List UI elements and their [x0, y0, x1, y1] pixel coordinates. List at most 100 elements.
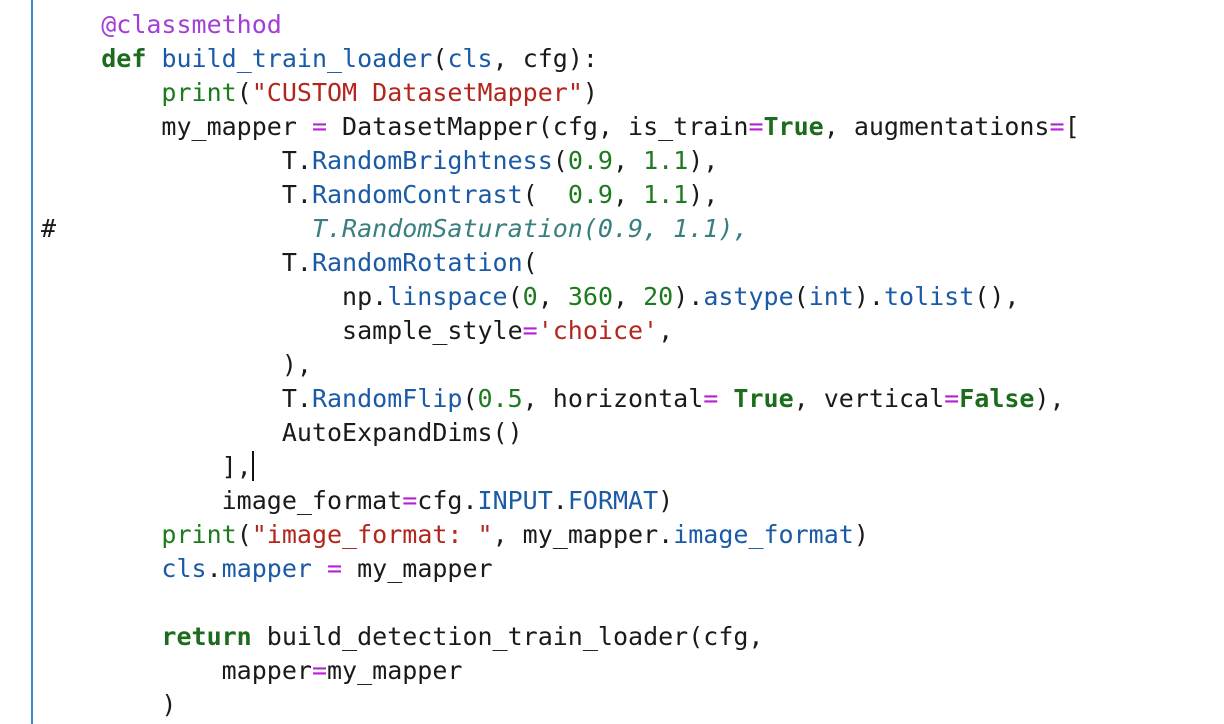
code-token — [312, 554, 327, 583]
code-token: print — [161, 520, 237, 549]
code-token: build_detection_train_loader(cfg, — [251, 622, 764, 651]
code-token: ). — [673, 282, 704, 311]
code-token: 0 — [522, 282, 538, 311]
code-token: RandomContrast — [311, 180, 523, 209]
code-token: ), — [688, 146, 719, 175]
code-token: ( — [793, 282, 809, 311]
code-line[interactable]: T.RandomFlip(0.5, horizontal= True, vert… — [41, 382, 1080, 416]
code-token: ( — [522, 180, 568, 209]
code-token: ( — [462, 384, 478, 413]
code-line[interactable]: ], — [41, 450, 1080, 484]
code-token: T. — [41, 146, 312, 175]
code-line[interactable]: cls.mapper = my_mapper — [41, 552, 1080, 586]
code-line[interactable]: print("CUSTOM DatasetMapper") — [41, 76, 1080, 110]
code-token: T. — [41, 180, 312, 209]
code-token — [41, 622, 161, 651]
text-cursor — [251, 451, 254, 481]
code-token: FORMAT — [567, 486, 659, 515]
code-line[interactable]: mapper=my_mapper — [41, 654, 1080, 688]
code-token: . — [552, 486, 568, 515]
code-token: T.RandomSaturation(0.9, 1.1), — [311, 214, 749, 243]
code-token: True — [763, 112, 824, 141]
code-line[interactable]: def build_train_loader(cls, cfg): — [41, 42, 1080, 76]
code-line[interactable]: return build_detection_train_loader(cfg, — [41, 620, 1080, 654]
code-token: my_mapper — [41, 112, 312, 141]
code-token: 0.5 — [477, 384, 523, 413]
code-token: False — [959, 384, 1035, 413]
code-token: 20 — [643, 282, 674, 311]
code-token: mapper — [41, 656, 312, 685]
code-token: ) — [658, 486, 674, 515]
code-line[interactable]: T.RandomRotation( — [41, 246, 1080, 280]
code-token: = — [311, 656, 327, 685]
code-token: "image_format: " — [251, 520, 493, 549]
code-token: linspace — [387, 282, 508, 311]
code-token: tolist — [883, 282, 975, 311]
code-token: ( — [432, 44, 448, 73]
code-token: , — [613, 282, 644, 311]
code-token: def — [101, 44, 147, 73]
code-token: ( — [507, 282, 523, 311]
code-token: my_mapper — [327, 656, 463, 685]
code-token: np. — [41, 282, 388, 311]
code-token — [41, 554, 161, 583]
code-token: "CUSTOM DatasetMapper" — [251, 78, 583, 107]
code-token: ), — [41, 350, 312, 379]
code-token: = — [327, 554, 343, 583]
code-token: , — [612, 146, 644, 175]
code-token: ). — [853, 282, 884, 311]
code-line[interactable]: np.linspace(0, 360, 20).astype(int).toli… — [41, 280, 1080, 314]
code-token: = — [748, 112, 764, 141]
code-token: , horizontal — [522, 384, 704, 413]
code-line[interactable]: # T.RandomSaturation(0.9, 1.1), — [41, 212, 1080, 246]
code-token: , my_mapper. — [492, 520, 674, 549]
code-line[interactable]: AutoExpandDims() — [41, 416, 1080, 450]
code-line[interactable]: T.RandomContrast( 0.9, 1.1), — [41, 178, 1080, 212]
code-token: ( — [236, 520, 252, 549]
code-token: 'choice' — [537, 316, 659, 345]
code-token: ( — [552, 146, 568, 175]
code-token: , — [537, 282, 568, 311]
code-token: build_train_loader — [161, 44, 433, 73]
code-line[interactable]: print("image_format: ", my_mapper.image_… — [41, 518, 1080, 552]
code-line[interactable]: @classmethod — [41, 8, 1080, 42]
code-token: mapper — [221, 554, 312, 583]
code-line[interactable]: ), — [41, 348, 1080, 382]
code-line[interactable]: ) — [41, 688, 1080, 722]
code-token: sample_style — [41, 316, 523, 345]
code-token: (), — [974, 282, 1020, 311]
code-token: = — [402, 486, 418, 515]
code-token: ), — [688, 180, 719, 209]
code-token: ) — [41, 690, 177, 719]
code-token: cls — [447, 44, 493, 73]
code-token: # — [41, 214, 57, 243]
code-line[interactable]: sample_style='choice', — [41, 314, 1080, 348]
code-token: ( — [522, 248, 538, 277]
code-token: AutoExpandDims() — [41, 418, 523, 447]
code-token: @classmethod — [101, 10, 282, 39]
gutter-border — [31, 0, 33, 724]
code-token — [41, 520, 161, 549]
code-token — [41, 44, 101, 73]
code-token: , — [612, 180, 644, 209]
code-token — [56, 214, 312, 243]
code-token: True — [733, 384, 794, 413]
code-token: [ — [1064, 112, 1080, 141]
code-line[interactable] — [41, 586, 1080, 620]
code-token: = — [944, 384, 960, 413]
code-token: ) — [582, 78, 598, 107]
code-token: RandomFlip — [311, 384, 463, 413]
code-token: print — [161, 78, 237, 107]
code-line[interactable]: my_mapper = DatasetMapper(cfg, is_train=… — [41, 110, 1080, 144]
code-token: 0.9 — [567, 180, 613, 209]
code-area[interactable]: @classmethod def build_train_loader(cls,… — [41, 8, 1080, 722]
code-token: , — [658, 316, 674, 345]
code-token: RandomBrightness — [311, 146, 553, 175]
code-line[interactable]: image_format=cfg.INPUT.FORMAT) — [41, 484, 1080, 518]
code-line[interactable]: T.RandomBrightness(0.9, 1.1), — [41, 144, 1080, 178]
code-token: image_format — [41, 486, 403, 515]
code-token: return — [161, 622, 252, 651]
code-token: , augmentations — [823, 112, 1050, 141]
code-token: RandomRotation — [311, 248, 523, 277]
